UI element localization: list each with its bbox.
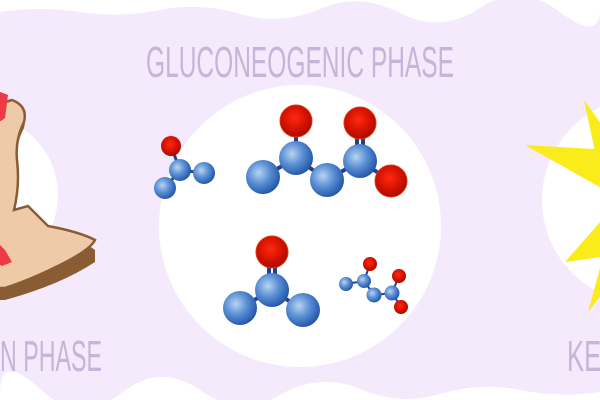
carbon-atom (357, 274, 371, 288)
oxygen-atom (374, 164, 408, 198)
oxygen-atom (161, 136, 181, 156)
carbon-atom (246, 160, 280, 194)
carbon-atom (339, 277, 353, 291)
carbon-atom (154, 177, 176, 199)
carbon-atom (384, 285, 400, 301)
oxygen-atom (255, 235, 289, 269)
carbon-atom (366, 287, 382, 303)
carbon-atom (279, 141, 313, 175)
molecule-chain (246, 104, 408, 198)
carbon-atom (255, 273, 289, 307)
oxygen-atom (363, 257, 377, 271)
carbon-atom (310, 163, 344, 197)
carbon-atom (193, 162, 215, 184)
molecule-small-top (154, 136, 215, 199)
left-title: N PHASE (0, 332, 102, 381)
oxygen-atom (392, 269, 406, 283)
sun-icon (525, 100, 600, 312)
oxygen-atom (343, 106, 377, 140)
oxygen-atom (279, 104, 313, 138)
right-title: KET (567, 332, 600, 381)
carbon-atom (343, 144, 377, 178)
molecule-acetone (223, 235, 320, 327)
center-title: GLUCONEOGENIC PHASE (146, 38, 454, 87)
carbon-atom (223, 291, 257, 325)
molecule-small-right (339, 257, 408, 314)
carbon-atom (169, 159, 191, 181)
oxygen-atom (394, 300, 408, 314)
carbon-atom (286, 293, 320, 327)
bread-icon (0, 91, 97, 300)
